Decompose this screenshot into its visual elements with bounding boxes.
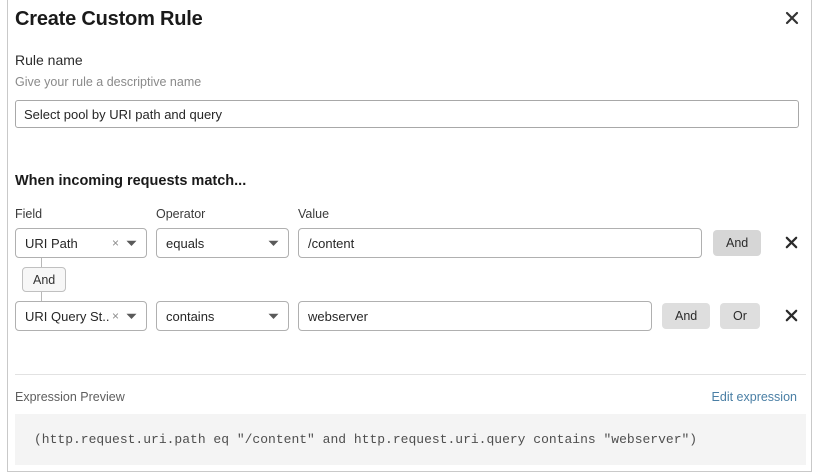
operator-select-row-1[interactable]: equals [156, 228, 289, 258]
operator-select-row-2[interactable]: contains [156, 301, 289, 331]
row-connector: And [15, 258, 135, 304]
or-button-row-2[interactable]: Or [720, 303, 760, 329]
chevron-down-icon-row-1-field[interactable] [124, 240, 146, 247]
clear-field-icon-row-2[interactable]: × [111, 309, 119, 323]
field-select-row-1[interactable]: URI Path × [15, 228, 147, 258]
expression-preview-box: (http.request.uri.path eq "/content" and… [15, 414, 806, 465]
delete-condition-row-2[interactable] [781, 305, 801, 325]
expression-preview-code: (http.request.uri.path eq "/content" and… [34, 432, 698, 447]
value-input-row-1[interactable] [298, 228, 702, 258]
field-select-value-row-2: URI Query St... [25, 308, 110, 324]
chevron-down-icon-row-2-field[interactable] [124, 313, 146, 320]
column-header-value: Value [298, 207, 330, 221]
rule-name-description: Give your rule a descriptive name [15, 75, 202, 89]
field-select-row-2[interactable]: URI Query St... × [15, 301, 147, 331]
operator-select-value-row-1: equals [166, 235, 205, 251]
and-button-row-1[interactable]: And [713, 230, 762, 256]
close-icon-row-1 [785, 236, 797, 248]
connector-and-chip[interactable]: And [22, 267, 67, 292]
rule-name-input[interactable] [15, 100, 799, 128]
connector-line-top [41, 258, 42, 267]
create-custom-rule-dialog: Create Custom Rule Rule name Give your r… [7, 0, 812, 472]
delete-condition-row-1[interactable] [781, 232, 801, 252]
section-divider [15, 374, 806, 375]
expression-preview-label: Expression Preview [15, 390, 125, 404]
value-input-row-2[interactable] [298, 301, 652, 331]
column-header-field: Field [15, 207, 43, 221]
page-title: Create Custom Rule [15, 8, 203, 30]
chevron-down-icon-row-1-operator[interactable] [266, 240, 288, 247]
close-icon-row-2 [785, 309, 797, 321]
column-header-operator: Operator [156, 207, 206, 221]
clear-field-icon-row-1[interactable]: × [111, 236, 119, 250]
close-glyph [785, 11, 799, 25]
match-section-heading: When incoming requests match... [15, 173, 247, 189]
connector-line-bottom [41, 292, 42, 301]
chevron-down-icon-row-2-operator[interactable] [266, 313, 288, 320]
and-button-row-2[interactable]: And [662, 303, 711, 329]
close-icon[interactable] [781, 7, 803, 29]
field-select-value-row-1: URI Path [25, 235, 78, 251]
edit-expression-link[interactable]: Edit expression [711, 390, 797, 404]
operator-select-value-row-2: contains [166, 308, 215, 324]
rule-name-label: Rule name [15, 52, 83, 68]
